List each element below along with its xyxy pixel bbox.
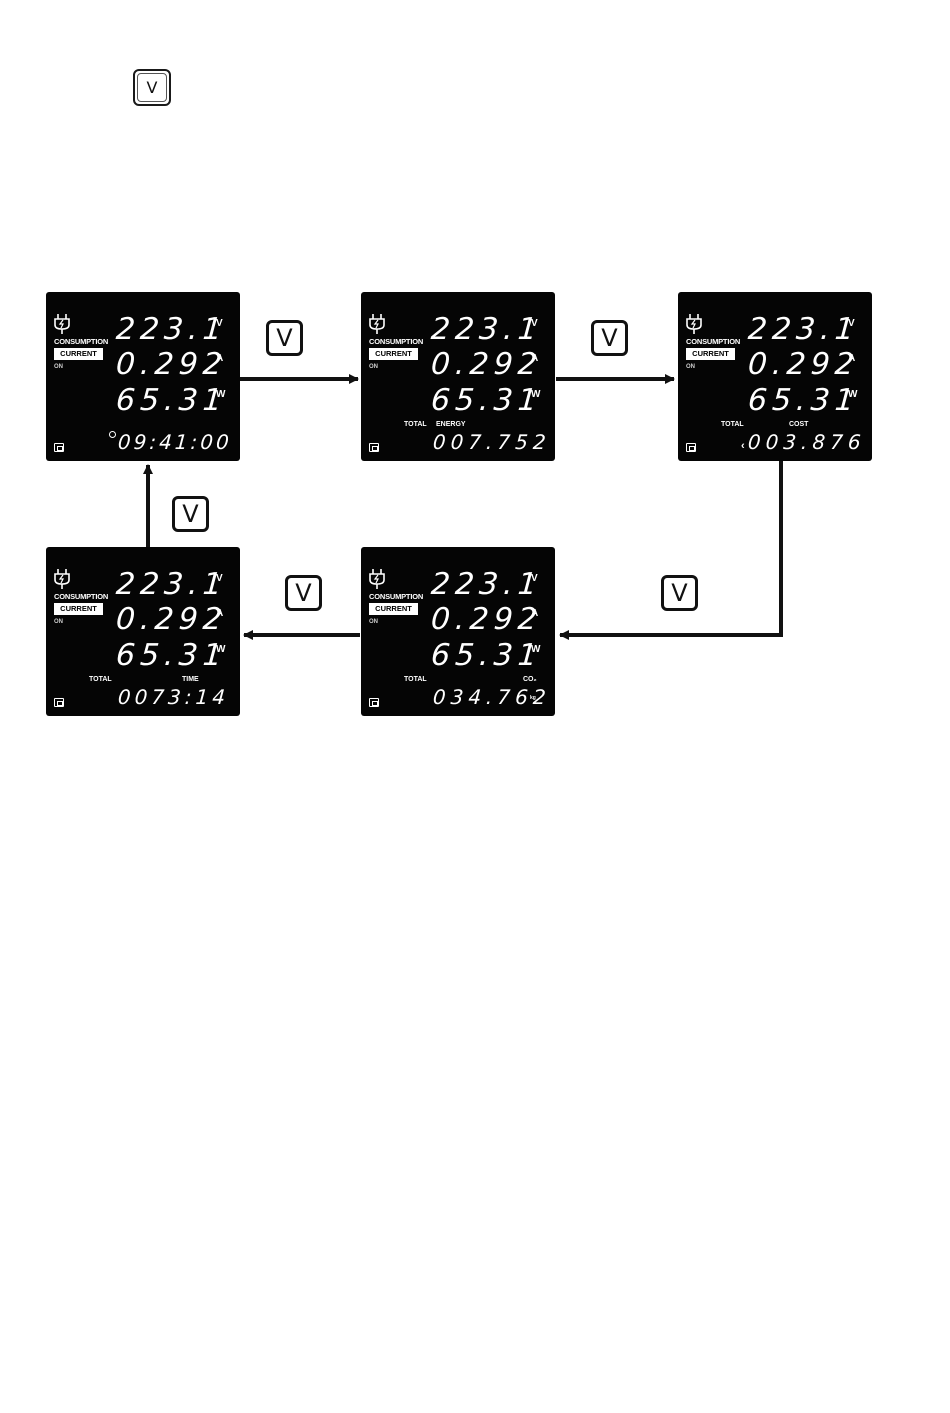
current-unit: A — [531, 608, 539, 619]
time-readout: 0073:14 — [117, 685, 230, 709]
power-unit: W — [531, 389, 541, 400]
power-readout: 65.31 — [429, 383, 544, 418]
voltage-unit: V — [216, 573, 223, 584]
arrow-3-to-4 — [559, 461, 783, 640]
lcd-screen-co2: CONSUMPTION CURRENT ON 223.1 V 0.292 A 6… — [361, 547, 555, 716]
current-tag: CURRENT — [369, 603, 418, 615]
power-unit: W — [531, 644, 541, 655]
currency-icon: ‹ — [741, 440, 745, 452]
total-label: TOTAL — [404, 676, 427, 683]
battery-icon — [54, 443, 64, 452]
voltage-readout: 223.1 — [114, 312, 229, 347]
voltage-readout: 223.1 — [429, 312, 544, 347]
plug-icon — [686, 314, 702, 334]
current-readout: 0.292 — [114, 602, 229, 637]
lcd-screen-cost: CONSUMPTION CURRENT ON 223.1 V 0.292 A 6… — [678, 292, 872, 461]
v-key-icon: V — [172, 496, 209, 532]
v-key-icon: V — [266, 320, 303, 356]
energy-label: ENERGY — [436, 421, 466, 428]
co2-unit: kg — [530, 695, 536, 701]
plug-icon — [54, 569, 70, 589]
consumption-label: CONSUMPTION — [369, 337, 424, 346]
lcd-screen-time: CONSUMPTION CURRENT ON 223.1 V 0.292 A 6… — [46, 547, 240, 716]
v-key-icon: V — [133, 69, 171, 106]
power-unit: W — [216, 389, 226, 400]
clock-icon — [109, 431, 116, 438]
power-readout: 65.31 — [114, 383, 229, 418]
cost-label: COST — [789, 421, 809, 428]
v-key-label: V — [137, 73, 167, 102]
total-label: TOTAL — [721, 421, 744, 428]
v-key-icon: V — [661, 575, 698, 611]
power-readout: 65.31 — [114, 638, 229, 673]
on-indicator: ON — [54, 619, 63, 625]
current-unit: A — [531, 353, 539, 364]
plug-icon — [54, 314, 70, 334]
current-readout: 0.292 — [114, 347, 229, 382]
voltage-unit: V — [216, 318, 223, 329]
consumption-label: CONSUMPTION — [54, 337, 109, 346]
current-tag: CURRENT — [686, 348, 735, 360]
on-indicator: ON — [686, 364, 695, 370]
current-tag: CURRENT — [369, 348, 418, 360]
total-label: TOTAL — [89, 676, 112, 683]
current-readout: 0.292 — [429, 347, 544, 382]
current-tag: CURRENT — [54, 603, 103, 615]
plug-icon — [369, 569, 385, 589]
voltage-unit: V — [531, 573, 538, 584]
current-unit: A — [216, 608, 224, 619]
on-indicator: ON — [369, 364, 378, 370]
current-readout: 0.292 — [429, 602, 544, 637]
current-unit: A — [216, 353, 224, 364]
voltage-readout: 223.1 — [114, 567, 229, 602]
voltage-unit: V — [848, 318, 855, 329]
time-label: TIME — [182, 676, 199, 683]
battery-icon — [54, 698, 64, 707]
co2-label: CO₂ — [523, 676, 537, 683]
battery-icon — [369, 698, 379, 707]
clock-readout: 09:41:00 — [117, 430, 233, 454]
lcd-screen-energy: CONSUMPTION CURRENT ON 223.1 V 0.292 A 6… — [361, 292, 555, 461]
current-tag: CURRENT — [54, 348, 103, 360]
energy-readout: 007.752 — [432, 430, 552, 454]
voltage-readout: 223.1 — [429, 567, 544, 602]
power-readout: 65.31 — [429, 638, 544, 673]
power-readout: 65.31 — [746, 383, 861, 418]
v-key-icon: V — [285, 575, 322, 611]
lcd-screen-clock: CONSUMPTION CURRENT ON 223.1 V 0.292 A 6… — [46, 292, 240, 461]
consumption-label: CONSUMPTION — [369, 592, 424, 601]
cost-readout: 003.876 — [747, 430, 867, 454]
v-key-icon: V — [591, 320, 628, 356]
power-unit: W — [216, 644, 226, 655]
current-unit: A — [848, 353, 856, 364]
on-indicator: ON — [54, 364, 63, 370]
battery-icon — [686, 443, 696, 452]
consumption-label: CONSUMPTION — [686, 337, 741, 346]
on-indicator: ON — [369, 619, 378, 625]
plug-icon — [369, 314, 385, 334]
battery-icon — [369, 443, 379, 452]
voltage-unit: V — [531, 318, 538, 329]
voltage-readout: 223.1 — [746, 312, 861, 347]
total-label: TOTAL — [404, 421, 427, 428]
consumption-label: CONSUMPTION — [54, 592, 109, 601]
power-unit: W — [848, 389, 858, 400]
current-readout: 0.292 — [746, 347, 861, 382]
